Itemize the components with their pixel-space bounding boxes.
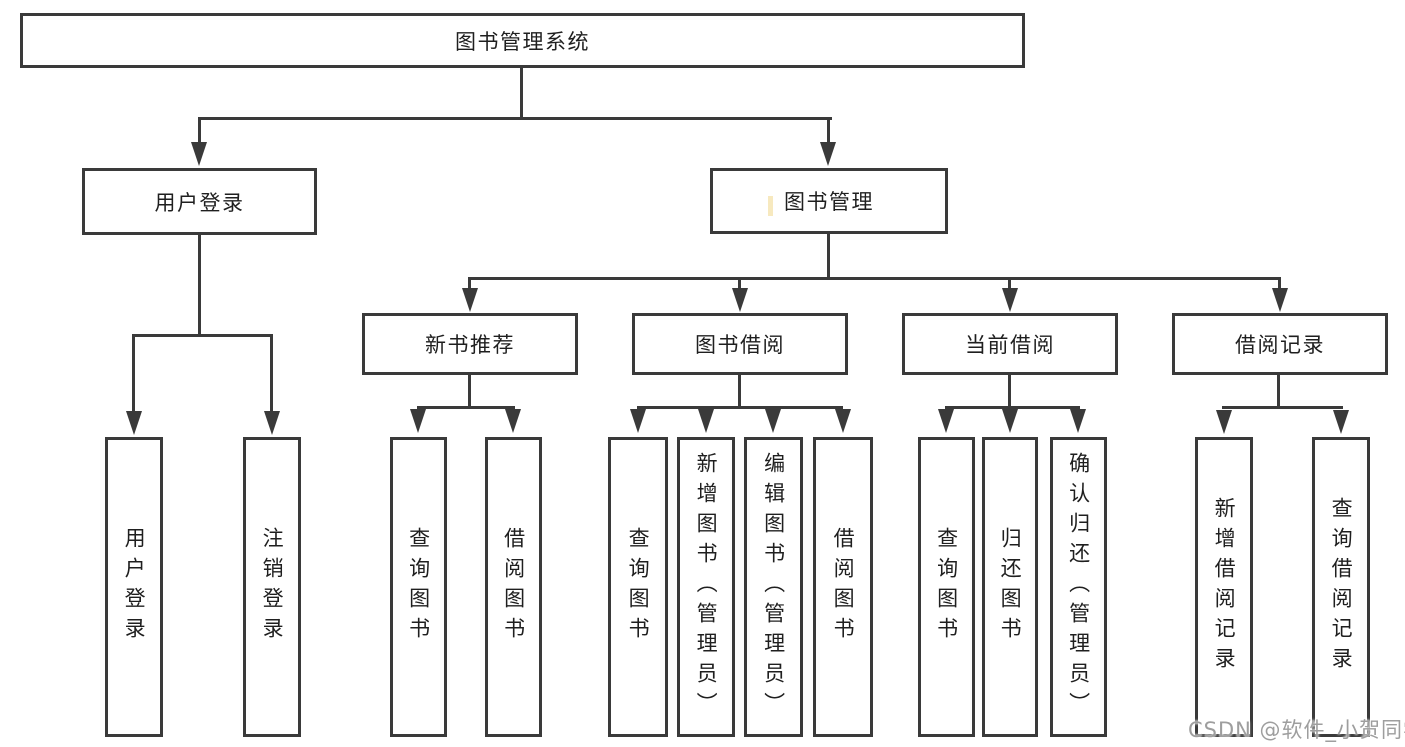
arrowhead-records-query — [1333, 410, 1349, 434]
node-label: 图书管理 — [784, 190, 874, 214]
node-rec-borrow-books: 借阅图书 — [485, 437, 542, 737]
node-label: 注销登录 — [260, 527, 285, 647]
connector-records-rail — [1222, 406, 1343, 409]
node-label: 查询图书 — [406, 527, 431, 647]
node-label: 新增借阅记录 — [1212, 497, 1237, 677]
arrowhead-login — [191, 142, 207, 166]
connector-records-drop — [1278, 277, 1281, 291]
connector-loginuser-drop — [132, 334, 135, 413]
node-book-management: 图书管理 — [710, 168, 948, 234]
node-current-return-books: 归还图书 — [982, 437, 1038, 737]
node-system-root: 图书管理系统 — [20, 13, 1025, 68]
arrowhead-records — [1272, 288, 1288, 312]
connector-current-drop — [1008, 277, 1011, 291]
arrowhead-current-query — [938, 409, 954, 433]
connector-current-rail — [945, 406, 1080, 409]
node-current-confirm-return-admin: 确认归还（管理员） — [1050, 437, 1107, 737]
arrowhead-rec — [462, 288, 478, 312]
connector-mgmt-rail — [468, 277, 1281, 280]
arrowhead-current — [1002, 288, 1018, 312]
node-new-book-rec: 新书推荐 — [362, 313, 578, 375]
node-label: 当前借阅 — [965, 333, 1055, 357]
node-label: 编辑图书（管理员） — [761, 452, 786, 722]
node-book-borrowing: 图书借阅 — [632, 313, 848, 375]
node-borrowing-records: 借阅记录 — [1172, 313, 1388, 375]
connector-login-rail — [132, 334, 273, 337]
arrowhead-borrow-query — [630, 409, 646, 433]
connector-rec-stem — [468, 375, 471, 408]
arrowhead-logout — [264, 411, 280, 435]
node-label: 查询图书 — [934, 527, 959, 647]
node-user-login: 用户登录 — [82, 168, 317, 235]
arrowhead-borrow-borrow — [835, 409, 851, 433]
node-label: 新增图书（管理员） — [694, 452, 719, 722]
node-label: 借阅记录 — [1235, 333, 1325, 357]
arrowhead-borrow — [732, 288, 748, 312]
connector-borrow-rail — [637, 406, 843, 409]
node-label: 借阅图书 — [831, 527, 856, 647]
node-records-add-record: 新增借阅记录 — [1195, 437, 1253, 737]
node-borrow-edit-books-admin: 编辑图书（管理员） — [744, 437, 803, 737]
connector-logout-drop — [270, 334, 273, 413]
node-rec-query-books: 查询图书 — [390, 437, 447, 737]
arrowhead-borrow-edit — [765, 409, 781, 433]
node-borrow-add-books-admin: 新增图书（管理员） — [677, 437, 735, 737]
arrowhead-rec-query — [410, 409, 426, 433]
connector-mgmt-stem — [827, 232, 830, 280]
arrowhead-current-confirm — [1070, 409, 1086, 433]
node-borrow-query-books: 查询图书 — [608, 437, 668, 737]
node-label: 新书推荐 — [425, 333, 515, 357]
node-label: 用户登录 — [154, 190, 245, 215]
node-label: 确认归还（管理员） — [1066, 452, 1091, 722]
connector-rec-drop — [468, 277, 471, 291]
node-label: 用户登录 — [122, 527, 147, 647]
node-current-borrowing: 当前借阅 — [902, 313, 1118, 375]
node-current-query-books: 查询图书 — [918, 437, 975, 737]
node-borrow-borrow-books: 借阅图书 — [813, 437, 873, 737]
node-label: 图书管理系统 — [455, 29, 590, 54]
node-label: 查询借阅记录 — [1329, 497, 1354, 677]
connector-borrow-drop — [738, 277, 741, 291]
connector-current-stem — [1008, 375, 1011, 408]
node-label: 查询图书 — [626, 527, 651, 647]
arrowhead-current-return — [1002, 409, 1018, 433]
node-label: 归还图书 — [998, 527, 1023, 647]
arrowhead-login-user — [126, 411, 142, 435]
connector-login-stem — [198, 234, 201, 337]
node-user-login-leaf: 用户登录 — [105, 437, 163, 737]
connector-root-rail — [198, 117, 832, 120]
arrowhead-mgmt — [820, 142, 836, 166]
csdn-watermark: CSDN @软件_小贺同学 — [1188, 718, 1405, 742]
connector-borrow-stem — [738, 375, 741, 408]
arrowhead-records-add — [1216, 410, 1232, 434]
arrowhead-rec-borrow — [505, 409, 521, 433]
node-logout-leaf: 注销登录 — [243, 437, 301, 737]
node-label: 借阅图书 — [501, 527, 526, 647]
highlight-artifact — [768, 196, 773, 216]
connector-root-stem — [520, 68, 523, 119]
connector-login-drop — [198, 117, 201, 145]
arrowhead-borrow-add — [698, 409, 714, 433]
connector-mgmt-drop — [827, 117, 830, 145]
node-records-query-record: 查询借阅记录 — [1312, 437, 1370, 737]
connector-rec-rail — [417, 406, 515, 409]
connector-records-stem — [1277, 375, 1280, 409]
node-label: 图书借阅 — [695, 333, 785, 357]
